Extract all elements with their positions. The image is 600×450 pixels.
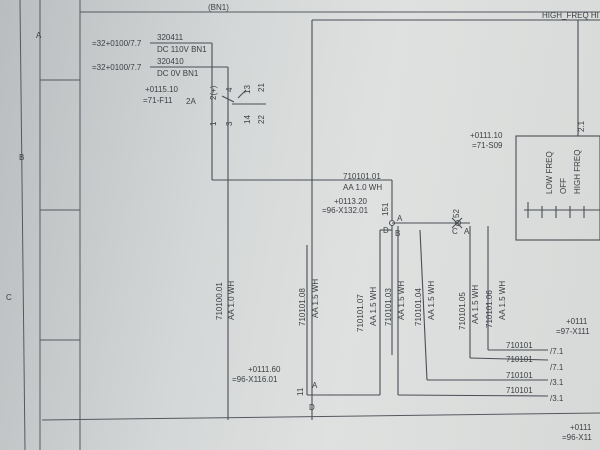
right-tag-1: =97-X111	[556, 327, 590, 336]
pin-1: 1	[209, 121, 218, 126]
pin-21: 21	[257, 83, 266, 92]
pin-13: 13	[243, 85, 252, 94]
output-4-ref: /3.1	[550, 394, 564, 403]
output-1-ref: /7.1	[550, 347, 564, 356]
desc-1: DC 110V BN1	[157, 45, 207, 54]
pin-3: 3	[225, 121, 234, 126]
wire-04-id: 710101.04	[414, 288, 423, 326]
output-2-line	[469, 357, 549, 361]
pin-22: 22	[257, 115, 266, 124]
wire-00-id: 710100.01	[215, 282, 224, 320]
zone-label-b: B	[19, 153, 24, 162]
right-pos-2: +0111	[570, 423, 592, 432]
output-4-line	[397, 394, 549, 397]
right-title: HIGH_FREQ HI	[542, 11, 599, 20]
desc-2: DC 0V BN1	[157, 69, 199, 78]
frame-bottom	[41, 412, 600, 421]
frame-margin	[19, 0, 26, 450]
switch-tag: =71-S09	[472, 141, 503, 150]
bottom-term-pos: +0111.60	[248, 365, 281, 374]
wire-07-spec: AA 1.5 WH	[369, 287, 378, 326]
zone-label-a: A	[36, 31, 42, 40]
wire-03-id: 710101.03	[384, 288, 393, 326]
tb-node-52	[455, 220, 461, 226]
right-tag-2: =96-X11	[562, 433, 592, 442]
wire-03-spec: AA 1.5 WH	[397, 281, 406, 320]
fuse-tag: =71-F11	[143, 96, 173, 105]
tb-term-52: 52	[452, 209, 461, 218]
bottom-term-num: 11	[296, 387, 305, 396]
switch-symbol	[524, 202, 600, 218]
zone-label-c: C	[6, 293, 12, 302]
wire-05-id: 710101.05	[458, 292, 467, 330]
right-pos-1: +0111	[566, 317, 588, 326]
tb-tag: =96-X132.01	[322, 206, 369, 215]
tb-cross	[451, 217, 463, 229]
wire-1: 320411	[157, 33, 184, 42]
wire-2: 320410	[157, 57, 184, 66]
output-1-wire: 710101	[506, 341, 533, 350]
wire-08-id: 710101.08	[298, 288, 307, 326]
wire-04-spec: AA 1.5 WH	[427, 281, 436, 320]
tb-label-a1: A	[397, 214, 403, 223]
pin-4: 4	[225, 87, 234, 92]
pin-2: 2(+)	[209, 85, 218, 100]
bus-wire: 710101.01	[343, 172, 381, 181]
pin-14: 14	[243, 115, 252, 124]
ref-2: =32+0100/7.7	[92, 63, 142, 72]
wire-06-spec: AA 1.5 WH	[498, 281, 507, 320]
tb-node-151	[389, 220, 395, 226]
switch-label-low: LOW FREQ	[545, 151, 554, 194]
switch-contact: 2.1	[577, 120, 586, 132]
switch-label-off: OFF	[559, 178, 568, 194]
output-3-ref: /3.1	[550, 378, 564, 387]
bottom-term-a: A	[312, 381, 318, 390]
switch-box	[515, 135, 600, 241]
tb-label-c: C	[452, 227, 458, 236]
output-2-ref: /7.1	[550, 363, 564, 372]
switch-label-high: HIGH FREQ	[573, 150, 582, 194]
tb-term-151: 151	[381, 202, 390, 216]
output-2-wire: 710101	[506, 355, 533, 364]
ref-1: =32+0100/7.7	[92, 39, 142, 48]
wire-04-line	[419, 229, 428, 381]
bottom-term-tag: =96-X116.01	[232, 375, 278, 384]
tb-label-a2: A	[464, 227, 470, 236]
tb-pos: +0113.20	[334, 197, 368, 206]
bottom-term-d: D	[309, 403, 315, 412]
wire-00-spec: AA 1.0 WH	[227, 281, 236, 320]
fuse-pos: +0115.10	[145, 85, 179, 94]
output-4-wire: 710101	[506, 386, 533, 395]
wire-06-id: 710101.06	[485, 290, 494, 328]
fuse-rating: 2A	[186, 97, 196, 106]
wire-08-spec: AA 1.5 WH	[311, 279, 320, 318]
output-3-wire: 710101	[506, 371, 533, 380]
wire-05-spec: AA 1.5 WH	[471, 285, 480, 324]
switch-pos: +0111.10	[470, 131, 503, 140]
sheet-tag: (BN1)	[208, 3, 229, 12]
wire-07-id: 710101.07	[356, 294, 365, 332]
bus-spec: AA 1.0 WH	[343, 183, 382, 192]
